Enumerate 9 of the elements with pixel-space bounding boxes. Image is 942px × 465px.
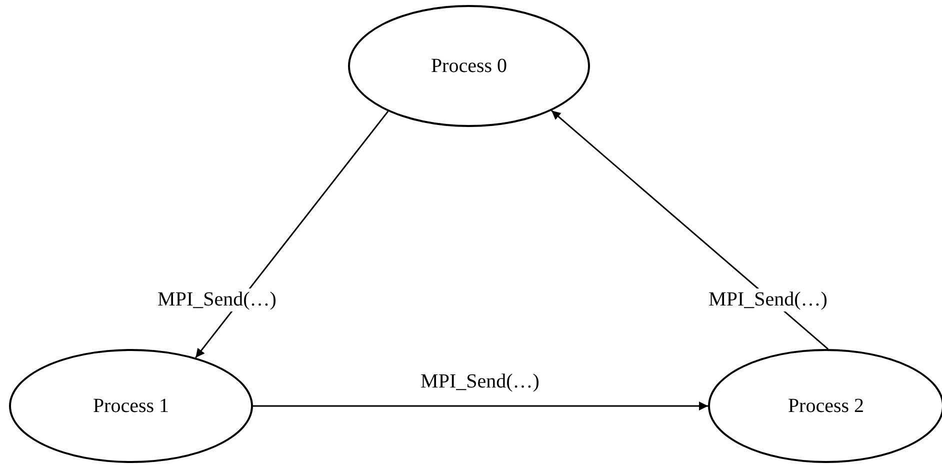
node-label: Process 1 <box>92 394 170 418</box>
arrow <box>253 402 708 410</box>
edge-label: MPI_Send(…) <box>418 370 542 394</box>
edge-label: MPI_Send(…) <box>706 288 830 312</box>
node-label: Process 2 <box>788 394 864 418</box>
node-label: Process 0 <box>430 54 508 78</box>
arrow <box>551 110 829 350</box>
edge-label: MPI_Send(…) <box>156 288 278 312</box>
arrow <box>195 110 389 358</box>
